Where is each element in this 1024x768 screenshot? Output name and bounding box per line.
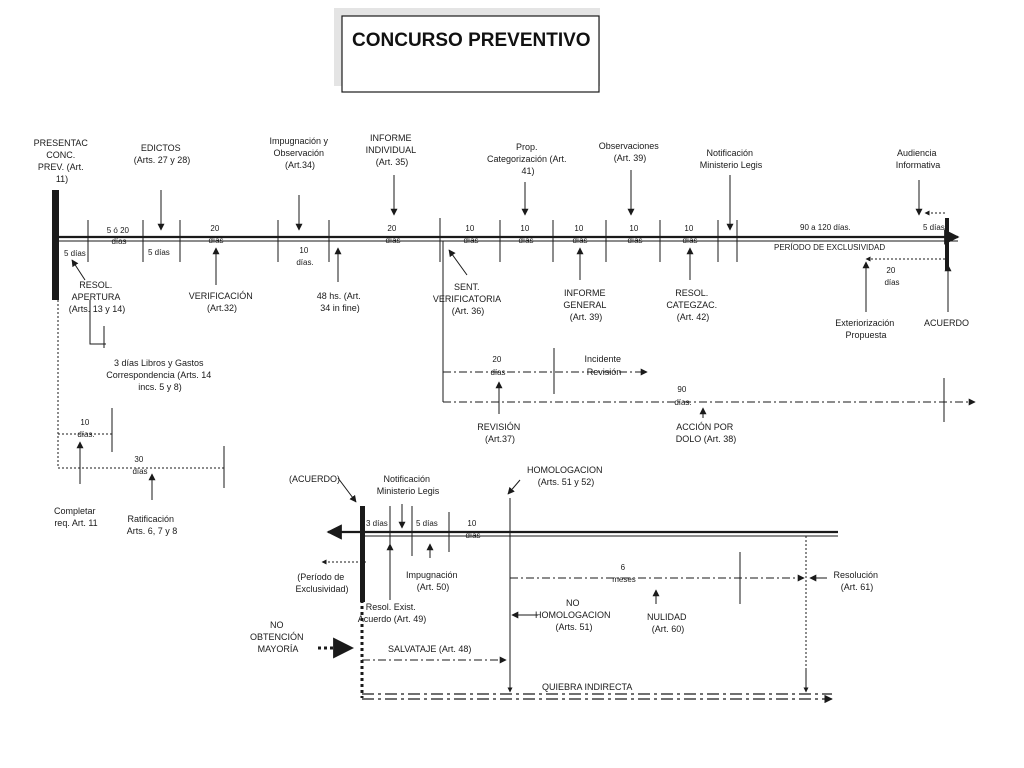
arrows-below [71,247,952,312]
nulidad-label: NULIDAD (Art. 60) [647,612,689,634]
resolucion-label: Resolución (Art. 61) [833,570,880,592]
dias10-label: 10 días. [77,418,94,439]
dur-10d: 10 días [572,224,587,245]
rev20-label: 20 días [490,355,505,377]
lower-dias3: 3 días [366,519,388,528]
completar-label: Completar req. Art. 11 [54,506,98,528]
arrows-above [157,170,923,231]
acuerdo-paren-label: (ACUERDO) [289,474,340,484]
no-obtencion-label: NO OBTENCIÓN MAYORÍA [250,620,306,654]
dur-10a: 10 días. [296,246,313,267]
dur-20b: 20 días [385,224,400,245]
resol-categ-label: RESOL. CATEGZAC. (Art. 42) [666,288,719,322]
main-timeline [52,170,960,312]
accion-dolo-label: ACCIÓN POR DOLO (Art. 38) [676,422,737,444]
prop-categorizacion-label: Prop. Categorización (Art. 41) [487,142,569,176]
exteriorizacion-label: Exteriorización Propuesta [835,318,897,340]
dur-20: 20 días [208,224,223,245]
labels-above: PRESENTAC CONC. PREV. (Art. 11) EDICTOS … [34,133,941,184]
dur-5dias-c: 5 días [923,223,945,232]
dias30-label: 30 días [132,455,147,476]
meses6-label: 6 meses [612,563,636,584]
acuerdo-label: ACUERDO [924,318,969,328]
incidente-label: Incidente Revisión [584,354,623,377]
no-homologacion-label: NO HOMOLOGACION (Arts. 51) [535,598,613,632]
audiencia-label: Audiencia Informativa [896,148,941,170]
lower-timeline [321,477,838,690]
title-box: CONCURSO PREVENTIVO [334,8,600,93]
periodo-exclusividad: PERÍODO DE EXCLUSIVIDAD [774,243,885,252]
dur-10f: 10 días [682,224,697,245]
lower-dias10: 10 días [465,519,480,540]
dur-10e: 10 días [627,224,642,245]
observaciones-label: Observaciones (Art. 39) [599,141,662,163]
dur-5dias: 5 días [64,249,86,258]
dur-20dias-c: 20 días [884,266,899,287]
end-bracket [865,210,949,262]
middle-branches: 20 días Incidente Revisión REVISIÓN (Art… [442,241,976,444]
dur-5dias-b: 5 días [148,248,170,257]
hs48-label: 48 hs. (Art. 34 in fine) [317,291,364,313]
lower-dias5: 5 días [416,519,438,528]
dias90-label: 90 días. [674,385,691,407]
lower-notificacion-label: Notificación Ministerio Legis [377,474,440,496]
notificacion-label: Notificación Ministerio Legis [700,148,763,170]
duration-labels: 5 días 5 ó 20 días 5 días 20 días 10 día… [64,223,945,287]
quiebra-label: QUIEBRA INDIRECTA [542,682,632,692]
revision-label: REVISIÓN (Art.37) [477,422,523,444]
edictos-label: EDICTOS (Arts. 27 y 28) [134,143,191,165]
lower-periodo-label: (Período de Exclusividad) [295,572,348,594]
resol-apertura-label: RESOL. APERTURA (Arts. 13 y 14) [69,280,126,314]
lower-impugnacion-label: Impugnación (Art. 50) [406,570,460,592]
dur-5o20: 5 ó 20 días [107,226,131,246]
resol-exist-label: Resol. Exist. Acuerdo (Art. 49) [358,602,427,624]
libros-label: 3 días Libros y Gastos Correspondencia (… [106,358,214,392]
left-branches: 3 días Libros y Gastos Correspondencia (… [54,300,225,536]
sent-verificatoria-label: SENT. VERIFICATORIA (Art. 36) [433,282,503,316]
dur-10b: 10 días [463,224,478,245]
salvataje-label: SALVATAJE (Art. 48) [388,644,471,654]
salvataje-quiebra: SALVATAJE (Art. 48) QUIEBRA INDIRECTA [318,600,833,704]
informe-general-label: INFORME GENERAL (Art. 39) [563,288,608,322]
dur-90a120: 90 a 120 días. [800,223,851,232]
informe-individual-label: INFORME INDIVIDUAL (Art. 35) [366,133,419,167]
lower-labels: (ACUERDO) Notificación Ministerio Legis … [250,465,880,654]
labels-below: RESOL. APERTURA (Arts. 13 y 14) VERIFICA… [69,280,969,340]
homologacion-label: HOMOLOGACION (Arts. 51 y 52) [527,465,605,487]
dur-10c: 10 días [518,224,533,245]
page-title: CONCURSO PREVENTIVO [352,30,591,51]
presentac-label: PRESENTAC CONC. PREV. (Art. 11) [34,138,91,184]
verificacion-label: VERIFICACIÓN (Art.32) [189,291,256,313]
impugnacion-label: Impugnación y Observación (Art.34) [269,136,330,170]
timeline-ticks [87,218,738,262]
ratificacion-label: Ratificación Arts. 6, 7 y 8 [127,514,178,536]
